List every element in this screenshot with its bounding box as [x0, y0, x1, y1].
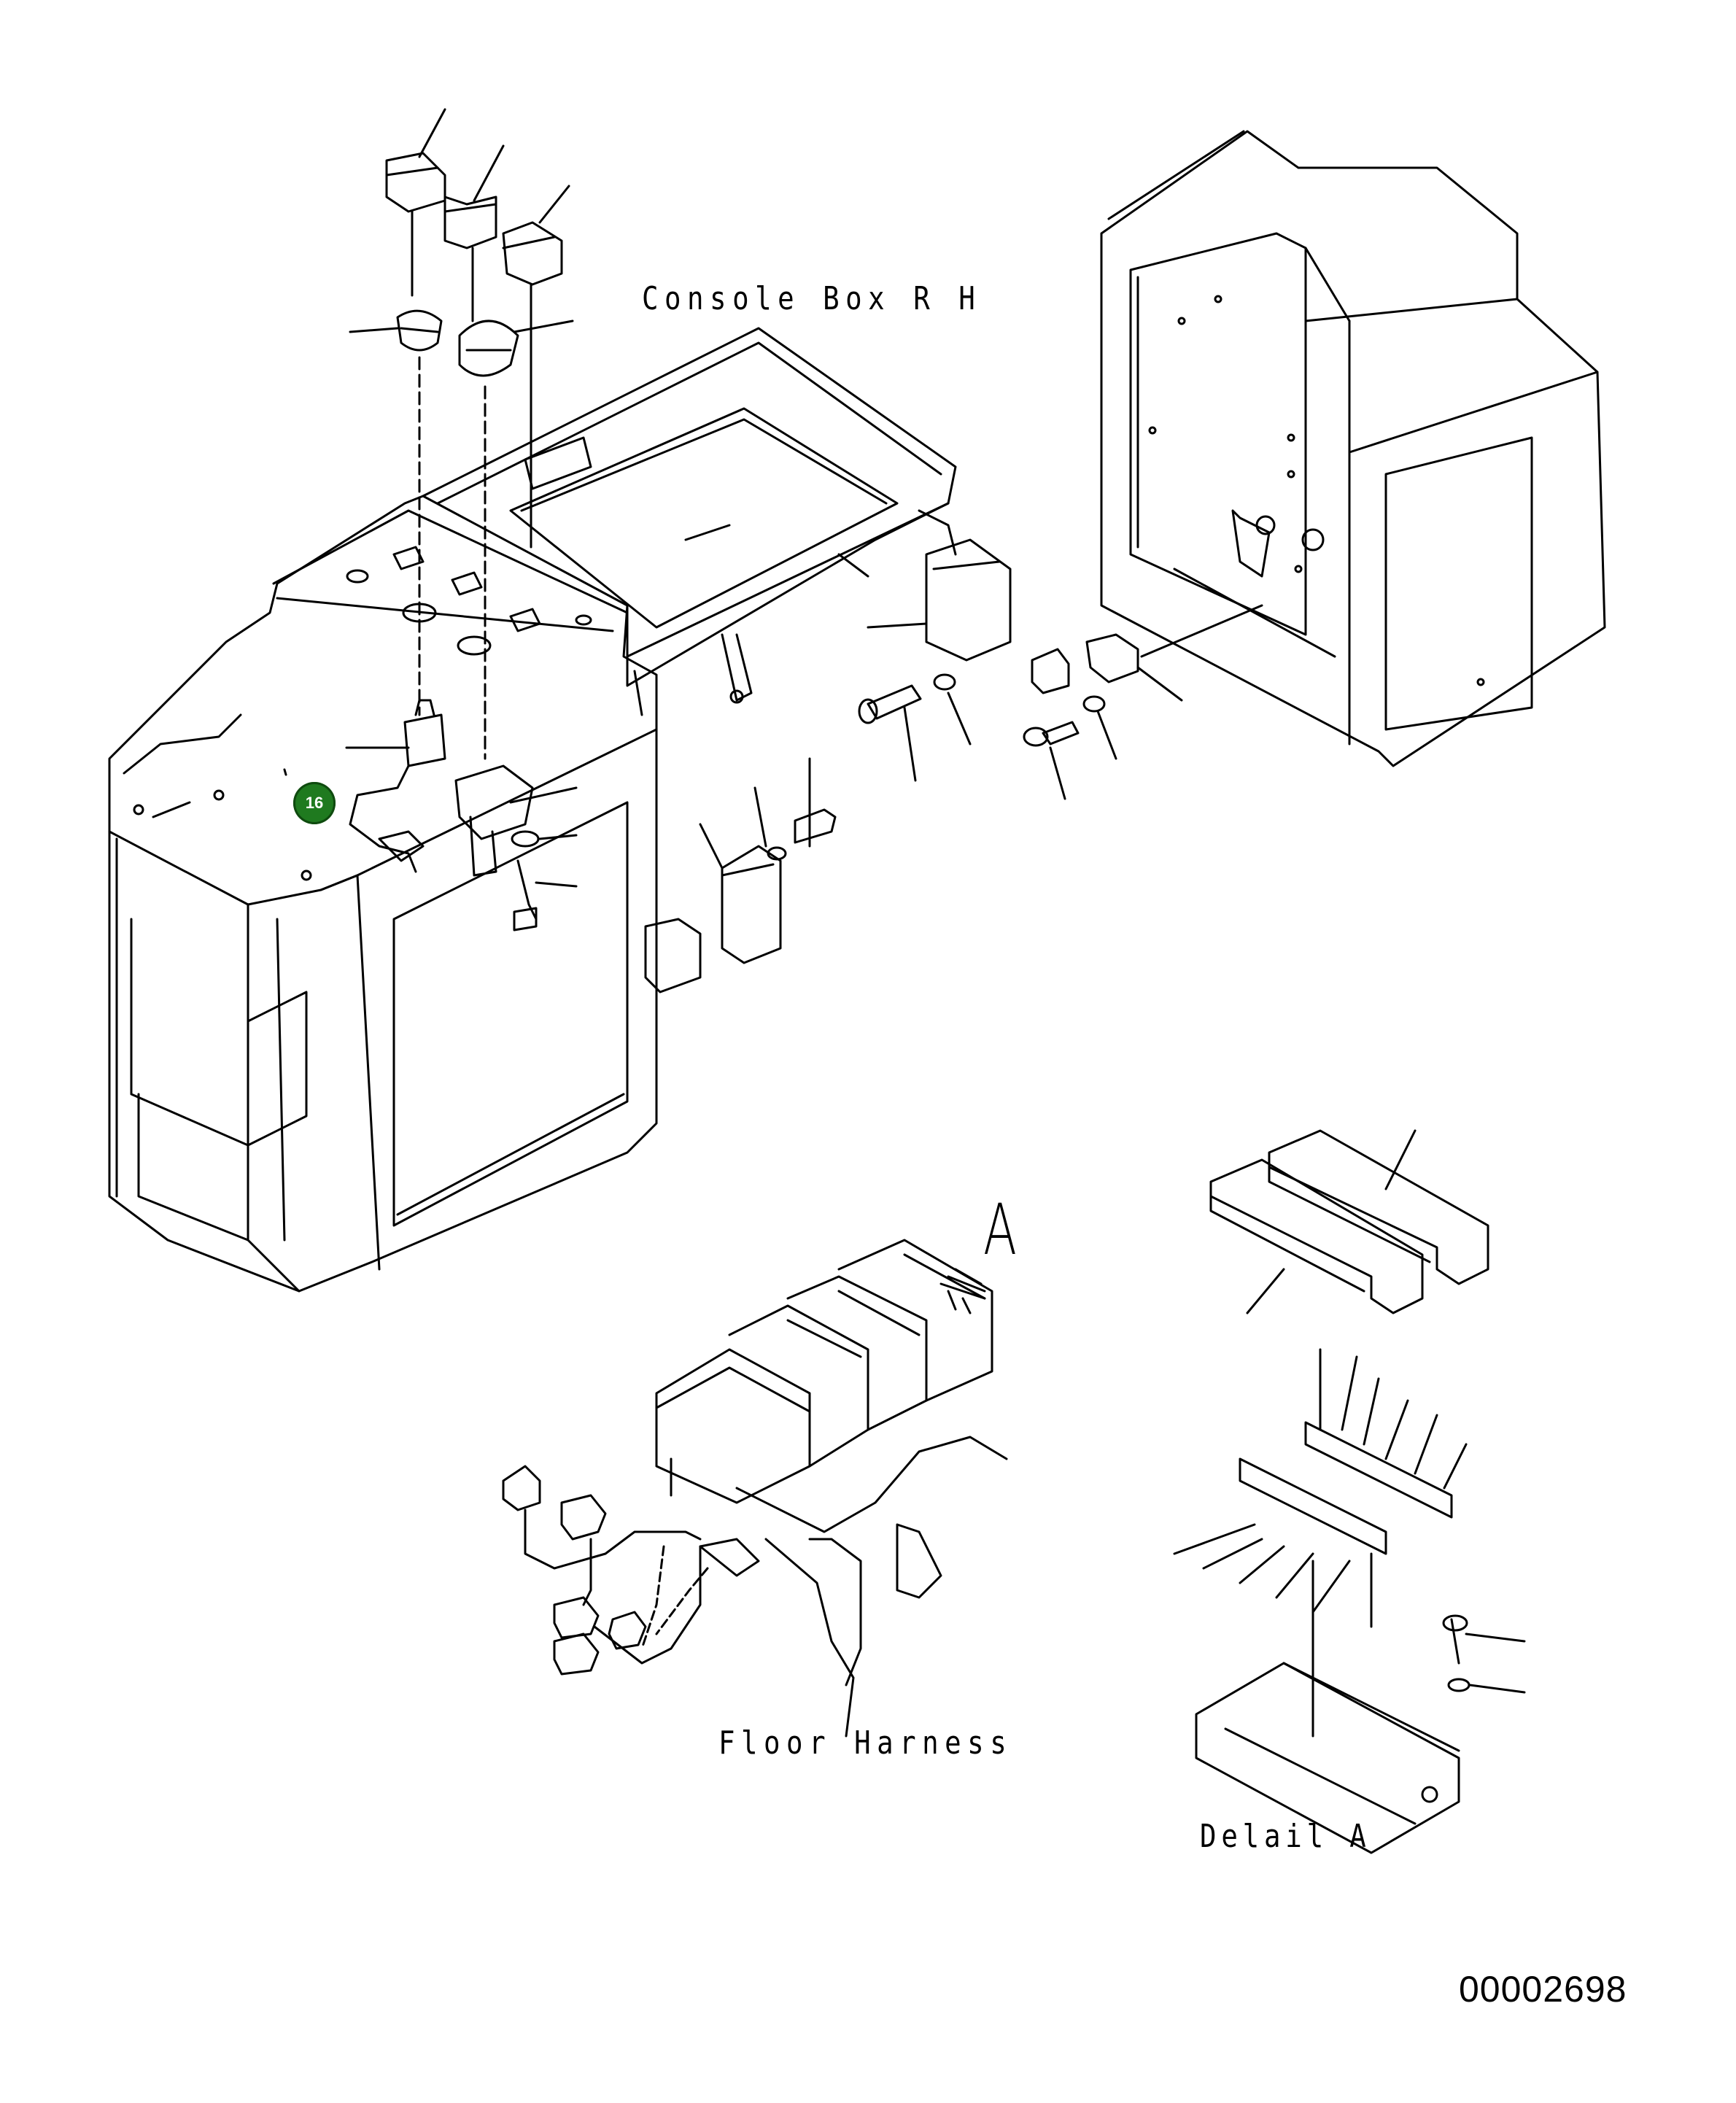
- detail-a-label: Delail A: [1200, 1818, 1371, 1855]
- terminal-pins: [939, 1268, 986, 1314]
- switch-unit-16: [345, 699, 578, 932]
- section-a-label: A: [983, 1189, 1017, 1271]
- tick-mark: [283, 768, 287, 776]
- console-box-body: [108, 495, 658, 1293]
- floor-harness-label: Floor Harness: [718, 1724, 1013, 1762]
- console-box-label: Console Box R H: [642, 280, 982, 317]
- relay-group: [644, 538, 1263, 994]
- controller-box: [1100, 130, 1606, 767]
- document-number: 00002698: [1459, 1969, 1627, 2010]
- detail-a-fuse-block: [1173, 1129, 1526, 1854]
- switch-set: [349, 108, 574, 760]
- console-tray: [422, 327, 957, 716]
- callout-16[interactable]: 16: [293, 782, 336, 824]
- floor-harness: [502, 1239, 1008, 1738]
